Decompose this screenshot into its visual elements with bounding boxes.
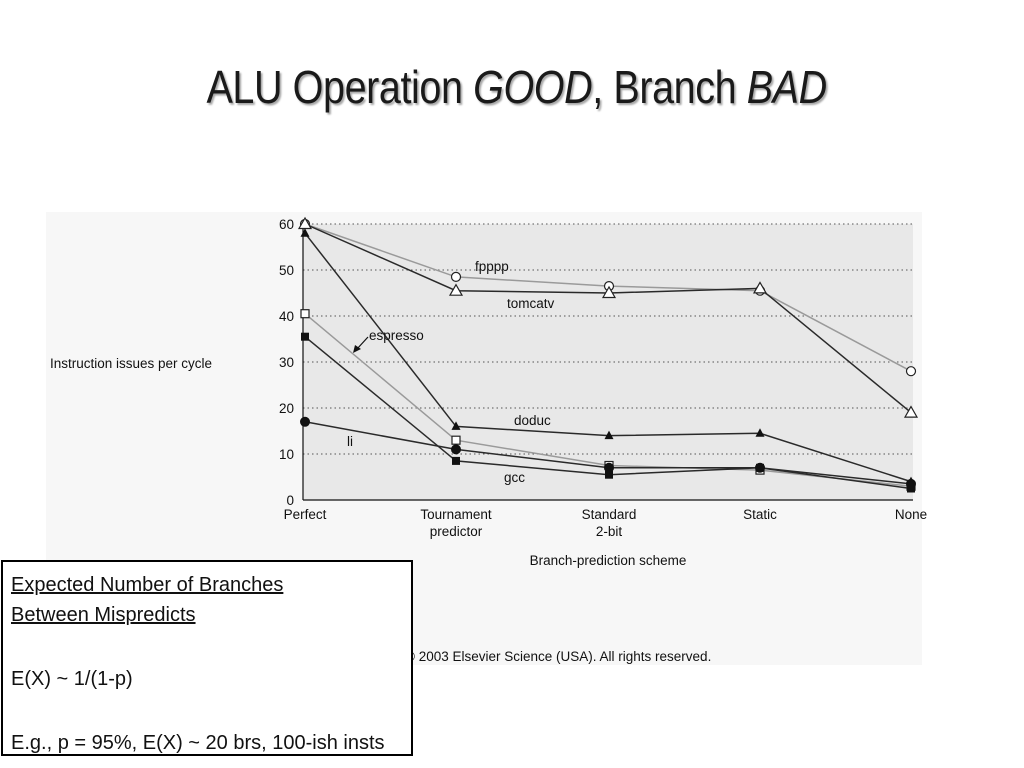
series-markers (297, 216, 919, 493)
series-label-doduc: doduc (514, 413, 551, 428)
copyright-notice: © 2003 Elsevier Science (USA). All right… (405, 649, 711, 664)
marker-fpppp (905, 366, 917, 377)
title-emphasis-good: GOOD (473, 61, 593, 113)
marker-doduc (451, 421, 461, 430)
espresso-pointer-arrow (356, 336, 369, 350)
x-tick-label-line: Perfect (284, 507, 327, 522)
y-tick-label: 10 (279, 447, 294, 462)
series-label-tomcatv: tomcatv (507, 296, 555, 311)
marker-gcc (605, 470, 613, 479)
title-emphasis-bad: BAD (746, 61, 827, 113)
marker-tomcatv (601, 285, 617, 299)
espresso-pointer-arrowhead (353, 345, 361, 353)
slide-title: ALU Operation GOOD, Branch BAD (76, 60, 957, 114)
marker-li (451, 444, 461, 455)
series-label-gcc: gcc (504, 470, 525, 485)
x-tick-label: Static (743, 507, 777, 522)
note-example: E.g., p = 95%, E(X) ~ 20 brs, 100-ish in… (11, 732, 385, 754)
series-label-li: li (347, 434, 353, 449)
x-tick-label-line: Static (743, 507, 777, 522)
series-label-fpppp: fpppp (475, 259, 509, 274)
marker-tomcatv (752, 281, 768, 294)
note-box: Expected Number of Branches Between Misp… (1, 560, 413, 756)
series-label-espresso: espresso (369, 328, 424, 343)
y-tick-label: 20 (279, 401, 294, 416)
x-tick-label-line: predictor (430, 524, 483, 539)
x-tick-label: Standard 2-bit (582, 507, 637, 539)
marker-gcc (301, 332, 309, 341)
marker-gcc (756, 463, 764, 472)
x-tick-label-line: None (895, 507, 927, 522)
marker-gcc (907, 484, 915, 493)
marker-fpppp (450, 271, 462, 282)
y-axis-label: Instruction issues per cycle (50, 356, 212, 371)
marker-gcc (452, 456, 460, 465)
marker-tomcatv (903, 405, 919, 418)
marker-espresso (451, 435, 461, 445)
x-tick-label: Perfect (284, 507, 327, 522)
note-formula: E(X) ~ 1/(1-p) (11, 668, 133, 690)
title-text-branch: , Branch (592, 61, 747, 113)
y-tick-label: 60 (279, 217, 294, 232)
y-tick-label: 0 (286, 493, 294, 508)
x-tick-label-line: Standard (582, 507, 637, 522)
marker-li (300, 416, 310, 427)
x-tick-label: None (895, 507, 927, 522)
y-tick-label: 40 (279, 309, 294, 324)
y-tick-label: 30 (279, 355, 294, 370)
x-tick-label: Tournament predictor (420, 507, 492, 539)
marker-doduc (755, 428, 765, 437)
note-heading-line2: Between Mispredicts (11, 604, 196, 626)
note-heading-line1: Expected Number of Branches (11, 574, 284, 596)
x-tick-label-line: 2-bit (596, 524, 623, 539)
marker-doduc (300, 228, 310, 237)
marker-espresso (300, 309, 310, 319)
marker-doduc (604, 430, 614, 440)
marker-tomcatv (448, 283, 464, 296)
y-tick-label: 50 (279, 263, 294, 278)
x-axis-label: Branch-prediction scheme (530, 553, 687, 568)
x-tick-label-line: Tournament (420, 507, 492, 522)
title-text: ALU Operation (206, 61, 474, 113)
series-labels: fpppp tomcatv espresso doduc li gcc (347, 259, 555, 485)
plot-area (303, 224, 913, 500)
